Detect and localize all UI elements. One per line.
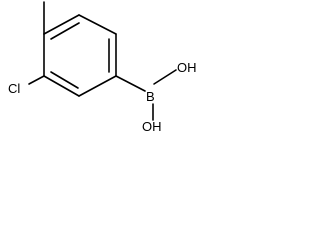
bond-double-inner-1 — [50, 22, 80, 40]
bond-ring-c4-c5 — [78, 75, 117, 97]
bond-ring-c2-c3 — [78, 14, 117, 35]
bond-ring-c1-c2 — [43, 14, 80, 35]
molecule-diagram: Cl B OH OH — [8, 1, 197, 132]
hydroxyl-bottom-label: OH — [142, 119, 162, 132]
chlorine-label: Cl — [8, 81, 20, 96]
bond-chlorine — [28, 75, 45, 85]
boron-label: B — [146, 89, 155, 104]
bond-boron-oh-top — [153, 69, 177, 85]
hydroxyl-top-label: OH — [177, 60, 197, 75]
bond-ring-c5-c6 — [43, 75, 80, 97]
bond-boron — [115, 75, 146, 92]
bond-double-inner-3 — [50, 71, 79, 89]
